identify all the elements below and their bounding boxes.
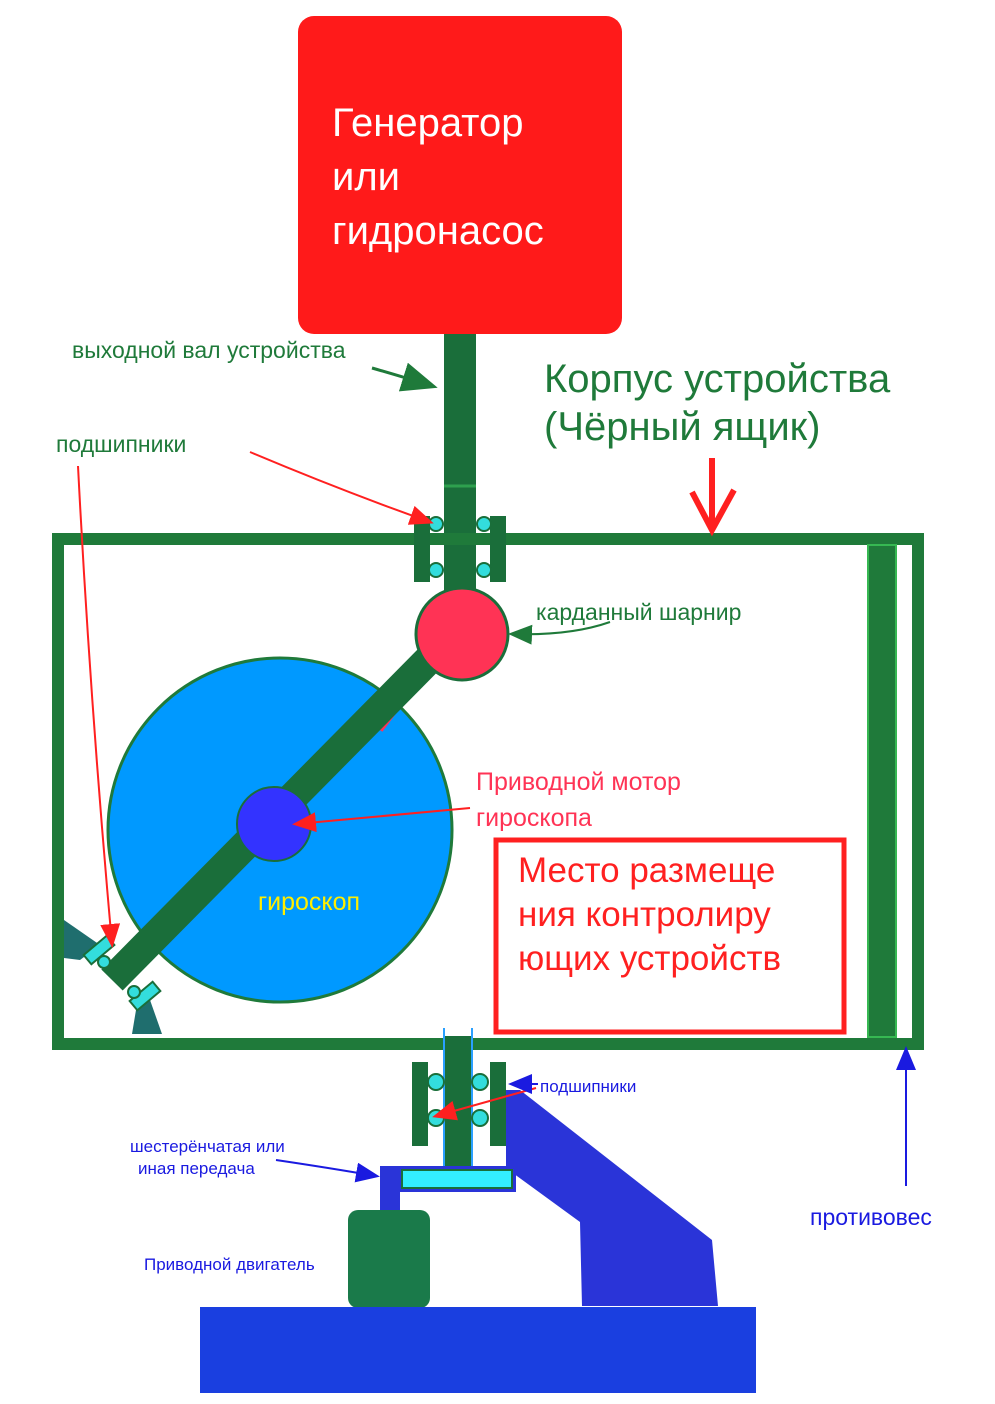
top-bearing-housing-right: [490, 516, 506, 582]
counterweight-bar-outline: [867, 544, 897, 1038]
cardan-label: карданный шарнир: [536, 599, 741, 625]
arrow-gear: [275, 1159, 380, 1183]
cardan-joint: [414, 586, 510, 682]
generator-block: [298, 16, 622, 334]
gyro-motor-label: Приводной мотор гироскопа: [476, 768, 688, 832]
drive-motor-label: Приводной двигатель: [144, 1255, 315, 1274]
gyroscope-label: гироскоп: [258, 888, 360, 916]
counterweight-bar: [868, 545, 896, 1037]
top-bearing-ball: [476, 516, 492, 532]
bottom-shaft: [444, 1036, 472, 1168]
generator-label: Генератор или гидронасос: [332, 101, 544, 253]
housing-frame: [52, 533, 924, 1050]
arrow-cardan: [508, 621, 611, 645]
arrow-bearings-left: [77, 465, 121, 948]
top-bearing-housing-left: [414, 516, 430, 582]
top-bearing-ball: [428, 516, 444, 532]
base-platform: [200, 1307, 756, 1393]
arrow-bearings-top: [249, 451, 434, 525]
top-bearing-ball: [428, 562, 444, 578]
bottom-bearing-housing-right: [490, 1062, 506, 1146]
bottom-bearing-housing-left: [412, 1062, 428, 1146]
drive-motor: [348, 1210, 430, 1308]
bottom-bearing-ball: [427, 1073, 445, 1091]
housing-label: Корпус устройства (Чёрный ящик): [544, 357, 901, 449]
gear-label: шестерёнчатая или иная передача: [130, 1137, 290, 1178]
control-devices-box: [493, 837, 847, 1035]
arrow-output-shaft: [371, 362, 438, 392]
lower-bearing-housing: [128, 980, 162, 1012]
output-shaft-label: выходной вал устройства: [72, 337, 346, 363]
counterweight-label: противовес: [810, 1204, 932, 1230]
arrow-gyro-motor: [292, 807, 471, 833]
output-shaft: [444, 334, 476, 596]
gear-transmission-shaft: [380, 1166, 400, 1218]
control-devices-label: Место размеще ния контролиру ющих устрой…: [518, 851, 785, 978]
bottom-bearing-ball: [471, 1109, 489, 1127]
lower-bearing-ball: [127, 985, 141, 999]
bottom-bearing-ball: [427, 1109, 445, 1127]
support-stand: [506, 1090, 718, 1306]
bottom-bearing-ball: [471, 1073, 489, 1091]
bearings-bottom-label: подшипники: [540, 1077, 636, 1096]
top-bearing-ball: [476, 562, 492, 578]
lower-bearing-ball: [97, 955, 111, 969]
bearings-top-label: подшипники: [56, 431, 186, 457]
gear-transmission-plate: [401, 1169, 513, 1189]
arrow-housing-head: [689, 488, 737, 537]
